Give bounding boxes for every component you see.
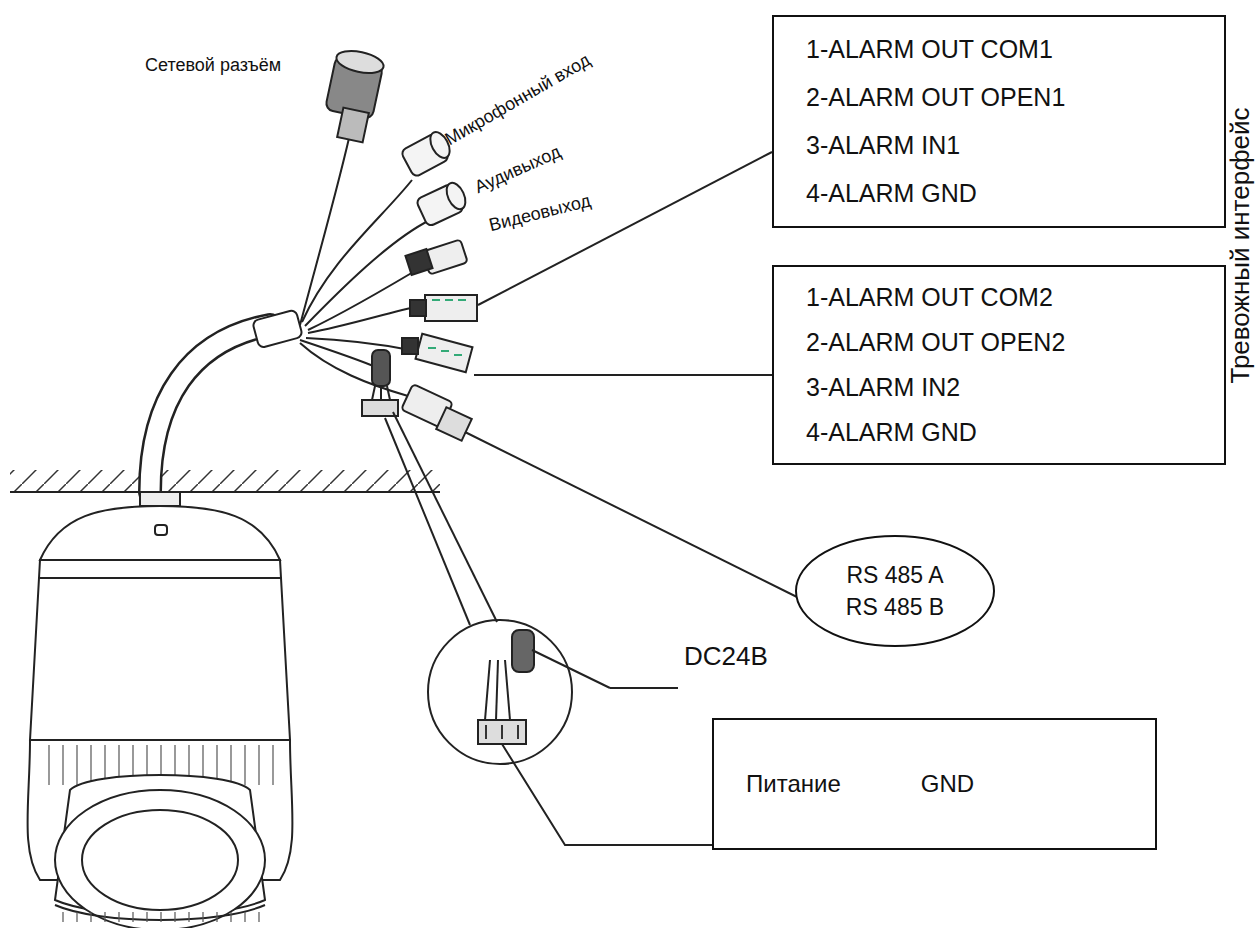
pin-text: 2-ALARM OUT OPEN2 <box>806 328 1204 357</box>
pin-text: 3-ALARM IN2 <box>806 373 1204 402</box>
pin-text: 3-ALARM IN1 <box>806 131 1204 160</box>
connector-label: Микрофонный вход <box>442 50 595 150</box>
pin-text: RS 485 B <box>846 591 944 623</box>
ellipse-outline <box>795 535 995 647</box>
pin-text: RS 485 A <box>846 559 943 591</box>
pin-text: 2-ALARM OUT OPEN1 <box>806 83 1204 112</box>
alarm-pin-box: 1-ALARM OUT COM1 2-ALARM OUT OPEN1 3-ALARM… <box>772 15 1226 228</box>
pin-text: 4-ALARM GND <box>806 418 1204 447</box>
connector-label: Аудивыход <box>471 141 564 198</box>
voltage-label: DC24В <box>684 641 768 672</box>
power-box: Питание GND <box>712 718 1157 850</box>
pin-text: 4-ALARM GND <box>806 179 1204 208</box>
rs485-ellipse: RS 485 ARS 485 B <box>795 535 995 647</box>
alarm-pin-box: 1-ALARM OUT COM2 2-ALARM OUT OPEN2 3-ALARM… <box>772 265 1226 465</box>
connector-label: Видеовыход <box>487 190 593 236</box>
pin-text: GND <box>921 770 974 798</box>
pin-text: 1-ALARM OUT COM2 <box>806 283 1204 312</box>
pin-text: 1-ALARM OUT COM1 <box>806 35 1204 64</box>
group-label: Тревожный интерфейс <box>1224 107 1255 383</box>
connector-label: Сетевой разъём <box>145 55 281 76</box>
pin-text: Питание <box>746 770 841 798</box>
